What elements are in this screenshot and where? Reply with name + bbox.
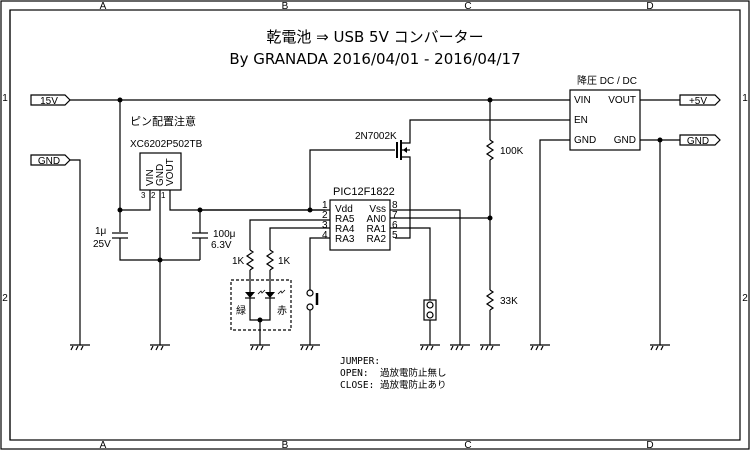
c2-value: 100μ bbox=[213, 229, 236, 240]
c2-voltage: 6.3V bbox=[211, 240, 232, 251]
row-label-2-left: 2 bbox=[2, 293, 8, 304]
jumper-note-line3: CLOSE: 過放電防止あり bbox=[340, 379, 447, 391]
col-label-c-top: C bbox=[464, 1, 471, 12]
resistor-r-led1 bbox=[245, 249, 255, 292]
mcu-pin-name: RA5 bbox=[335, 214, 355, 225]
regulator-note: ピン配置注意 bbox=[130, 114, 196, 128]
push-switch bbox=[306, 289, 319, 345]
mosfet-2n7002k bbox=[309, 119, 560, 239]
col-label-a-bottom: A bbox=[100, 440, 107, 450]
led-pack bbox=[230, 279, 292, 331]
mcu-pin-num: 2 bbox=[322, 210, 328, 221]
resistor-r-top bbox=[485, 100, 495, 290]
ground-symbol bbox=[300, 344, 320, 351]
port-gnd-left: GND bbox=[30, 154, 71, 167]
mcu-left-pins: 1 Vdd 2 RA5 3 RA4 4 RA3 bbox=[322, 200, 355, 245]
ground-symbol bbox=[150, 344, 170, 351]
port-5v-label: +5V bbox=[689, 96, 707, 107]
dcdc-gnd-right: GND bbox=[614, 135, 636, 146]
col-label-d-top: D bbox=[646, 1, 653, 12]
ground-symbol bbox=[530, 344, 550, 351]
mcu-part: PIC12F1822 bbox=[333, 186, 395, 198]
regulator-body bbox=[139, 152, 182, 191]
mcu-pin-name: RA2 bbox=[367, 234, 387, 245]
r-bottom-value: 33K bbox=[500, 296, 518, 307]
title-line1: 乾電池 ⇒ USB 5V コンバーター bbox=[266, 28, 483, 46]
mosfet-part: 2N7002K bbox=[355, 131, 397, 142]
mcu-pin-name: RA3 bbox=[335, 234, 355, 245]
mcu-body bbox=[329, 199, 391, 251]
resistor-r-led2 bbox=[265, 249, 275, 292]
mcu-pin-name: RA1 bbox=[367, 224, 387, 235]
mcu-pin-name: AN0 bbox=[367, 214, 387, 225]
regulator-pin-gnd: GND bbox=[155, 164, 166, 186]
jumper bbox=[423, 299, 437, 345]
ground-symbol bbox=[450, 344, 470, 351]
dcdc-en: EN bbox=[574, 115, 588, 126]
led-green bbox=[245, 289, 266, 318]
jumper-note-line1: JUMPER: bbox=[340, 356, 380, 367]
row-label-1-left: 1 bbox=[2, 93, 8, 104]
ground-symbol bbox=[70, 344, 90, 351]
ground-symbol bbox=[420, 344, 440, 351]
capacitor-c2 bbox=[192, 210, 208, 260]
port-15v: 15V bbox=[30, 94, 71, 107]
port-gnd-left-label: GND bbox=[38, 156, 60, 167]
c1-voltage: 25V bbox=[93, 239, 111, 250]
regulator-pin-num-3: 3 bbox=[141, 191, 146, 200]
mcu-right-pins: 8 Vss 7 AN0 6 RA1 5 RA2 bbox=[367, 200, 398, 245]
mcu-pin-name: Vss bbox=[369, 204, 386, 215]
col-label-d-bottom: D bbox=[646, 440, 653, 450]
r-led2-value: 1K bbox=[278, 256, 291, 267]
resistor-r-bottom bbox=[485, 289, 495, 345]
regulator-pin-vout: VOUT bbox=[165, 158, 176, 186]
dcdc-vin: VIN bbox=[574, 95, 591, 106]
ground-symbol bbox=[650, 344, 670, 351]
led-red-label: 赤 bbox=[277, 305, 287, 317]
port-15v-label: 15V bbox=[40, 96, 58, 107]
mcu-pin-num: 8 bbox=[392, 200, 398, 211]
regulator-pin-vin: VIN bbox=[145, 169, 156, 186]
mcu-pin-num: 6 bbox=[392, 220, 398, 231]
dcdc-gnd-left: GND bbox=[574, 135, 596, 146]
col-label-c-bottom: C bbox=[464, 440, 471, 450]
mcu-pin-num: 5 bbox=[392, 230, 398, 241]
title-line2: By GRANADA 2016/04/01 - 2016/04/17 bbox=[229, 50, 520, 68]
ground-symbol bbox=[250, 344, 270, 351]
led-green-label: 緑 bbox=[236, 304, 246, 317]
port-5v: +5V bbox=[679, 94, 721, 107]
regulator-pin-num-1: 1 bbox=[161, 191, 166, 200]
capacitor-c1 bbox=[112, 232, 200, 261]
jumper-note-line2: OPEN: 過放電防止無し bbox=[340, 367, 447, 379]
mcu-pin-num: 1 bbox=[322, 200, 328, 211]
r-led1-value: 1K bbox=[232, 256, 245, 267]
port-gnd-right-label: GND bbox=[687, 136, 709, 147]
mcu-pin-num: 4 bbox=[322, 230, 328, 241]
row-label-1-right: 1 bbox=[742, 93, 748, 104]
led-red bbox=[265, 289, 286, 318]
ground-symbol bbox=[480, 344, 500, 351]
port-gnd-right: GND bbox=[679, 134, 721, 147]
regulator-pin-num-2: 2 bbox=[151, 191, 156, 200]
mcu-pin-num: 7 bbox=[392, 210, 398, 221]
dcdc-body bbox=[569, 89, 641, 151]
mcu-pin-name: Vdd bbox=[335, 204, 353, 215]
regulator-part: XC6202P502TB bbox=[130, 139, 203, 150]
row-label-2-right: 2 bbox=[742, 293, 748, 304]
dcdc-vout: VOUT bbox=[608, 95, 636, 106]
mcu-pin-name: RA4 bbox=[335, 224, 355, 235]
dcdc-title: 降圧 DC / DC bbox=[577, 74, 637, 87]
col-label-b-bottom: B bbox=[282, 440, 289, 450]
col-label-b-top: B bbox=[282, 1, 289, 12]
c1-value: 1μ bbox=[95, 226, 107, 237]
mcu-pin-num: 3 bbox=[322, 220, 328, 231]
r-top-value: 100K bbox=[500, 146, 524, 157]
col-label-a-top: A bbox=[100, 1, 107, 12]
